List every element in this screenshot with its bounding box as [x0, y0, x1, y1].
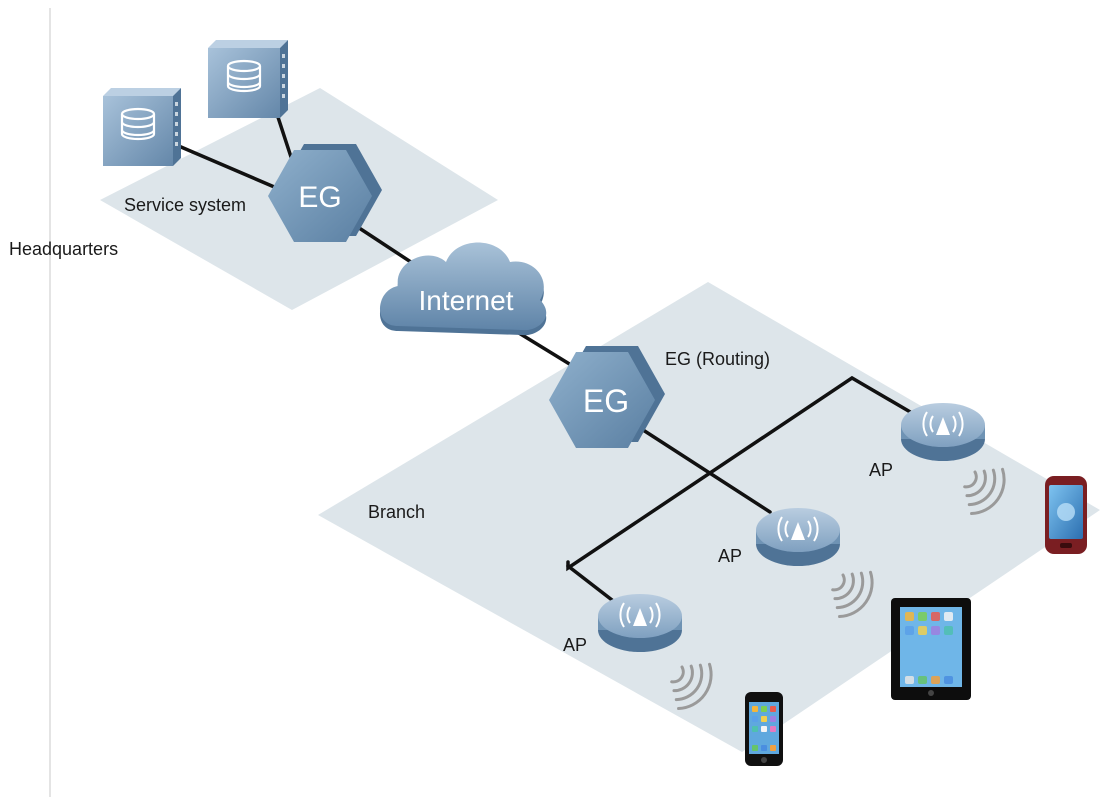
database-server-icon [103, 88, 181, 166]
headquarters-label: Headquarters [9, 239, 119, 259]
branch-label: Branch [368, 502, 426, 522]
wifi-signal-icon [670, 662, 713, 711]
link-ap-left [566, 564, 614, 602]
hexagon-gateway-icon: EG [268, 144, 382, 242]
wireless-ap-icon [901, 403, 985, 461]
service-system-label: Service system [124, 195, 247, 215]
hexagon-gateway-icon: EG [549, 346, 665, 448]
database-server-icon [208, 40, 288, 118]
ap-right-label: AP [869, 460, 894, 480]
cloud-icon: Internet [379, 242, 547, 336]
eg-hq-label: EG [298, 181, 341, 214]
link-eg-internet [348, 220, 422, 270]
wifi-signal-icon [831, 570, 874, 619]
internet-label: Internet [419, 285, 514, 316]
link-eg-ap-middle [638, 426, 772, 514]
smartphone-icon [745, 692, 783, 766]
smartphone-icon [1045, 476, 1087, 554]
eg-routing-label: EG (Routing) [665, 349, 771, 369]
link-internet-eg-branch [512, 328, 578, 370]
wireless-ap-icon [756, 508, 840, 566]
wifi-signal-icon [963, 467, 1006, 516]
ap-middle-label: AP [718, 546, 743, 566]
eg-branch-label: EG [583, 383, 629, 419]
tablet-icon [891, 598, 971, 700]
wireless-ap-icon [598, 594, 682, 652]
ap-left-label: AP [563, 635, 588, 655]
